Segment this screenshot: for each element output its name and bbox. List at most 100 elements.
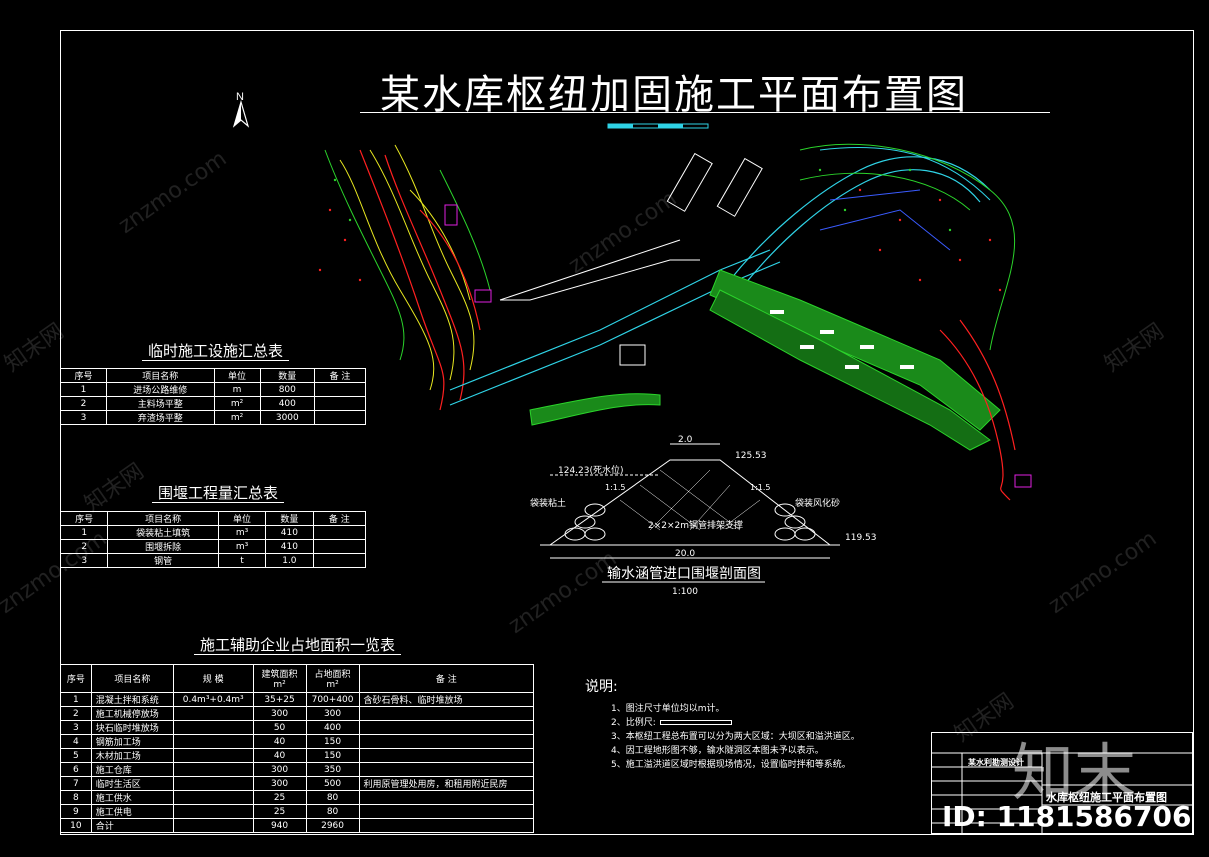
- cell: [172, 706, 254, 721]
- cell: 4: [60, 734, 92, 749]
- cell: 弃渣场平整: [106, 410, 215, 425]
- cell: m³: [217, 539, 267, 554]
- cell: 8: [60, 790, 92, 805]
- note-line: 2、比例尺:: [611, 716, 860, 730]
- cell: 50: [252, 720, 307, 735]
- dam-outline: [500, 259, 700, 301]
- cell: [358, 748, 535, 763]
- section-scale: 1:100: [672, 587, 698, 597]
- id-text: ID: 1181586706: [942, 800, 1192, 833]
- drawing-name: 水库枢纽施工平面布置图: [1046, 791, 1167, 804]
- cell: 10: [60, 818, 92, 833]
- cell: 施工仓库: [90, 762, 174, 777]
- cell: m: [213, 382, 261, 397]
- cell: [312, 525, 367, 540]
- cell: 1: [59, 382, 108, 397]
- cell: m²: [213, 410, 261, 425]
- table-header: 单位: [213, 368, 261, 383]
- spillway-channel: [709, 269, 1001, 431]
- section-title: 输水涵管进口围堰剖面图: [607, 566, 761, 582]
- contours-left-green: [324, 149, 491, 361]
- cell: 500: [305, 776, 360, 791]
- contours-right-blue: [819, 189, 951, 251]
- slope-right-label: 1:1.5: [750, 483, 771, 492]
- cell: 5: [60, 748, 92, 763]
- table-header: 占地面积 m²: [305, 664, 360, 693]
- cell: 合计: [90, 818, 174, 833]
- cell: 35+25: [252, 692, 307, 707]
- cell: 80: [305, 804, 360, 819]
- table-header: 规 模: [172, 664, 254, 693]
- cell: [314, 410, 366, 425]
- cell: 进场公路维修: [106, 382, 215, 397]
- cell: [172, 790, 254, 805]
- cell: 施工机械停放场: [90, 706, 174, 721]
- cell: 1: [60, 692, 92, 707]
- table-header: 备 注: [314, 368, 366, 383]
- facility-blocks-magenta: [444, 204, 1032, 488]
- dam-axis: [499, 239, 681, 301]
- cell: 利用原管理处用房，和租用附近民房: [358, 776, 535, 791]
- cell: 350: [305, 762, 360, 777]
- table3-title: 施工辅助企业占地面积一览表: [194, 634, 402, 655]
- cell: 3000: [259, 410, 316, 425]
- cell: 钢管: [107, 553, 219, 568]
- north-label: N: [236, 91, 244, 103]
- cell: 40: [252, 748, 307, 763]
- cell: m³: [217, 525, 267, 540]
- contours-left: [339, 144, 475, 391]
- company-name: 某水利勘测设计: [968, 758, 1024, 767]
- cell: [358, 734, 535, 749]
- brand-logo: 知末: [1012, 736, 1137, 809]
- cofferdam-band: [529, 393, 661, 426]
- cell: 围堰拆除: [107, 539, 219, 554]
- cell: 临时生活区: [90, 776, 174, 791]
- table-header: 数量: [265, 511, 314, 526]
- table-header: 建筑面积 m²: [252, 664, 307, 693]
- drawing-frame: [60, 30, 1194, 835]
- contours-right-red: [939, 319, 1016, 501]
- contours-right-cyan: [819, 147, 991, 201]
- watermark-cn: 知末网: [0, 318, 69, 378]
- cell: 主料场平整: [106, 396, 215, 411]
- cell: 300: [252, 762, 307, 777]
- cell: [358, 790, 535, 805]
- cell: 6: [60, 762, 92, 777]
- cell: 80: [305, 790, 360, 805]
- cell: 400: [259, 396, 316, 411]
- cell: 300: [252, 706, 307, 721]
- table-header: 备 注: [358, 664, 535, 693]
- center-label: 2×2×2m钢管排架支撑: [648, 519, 743, 531]
- contours-right: [799, 143, 1015, 351]
- cell: [172, 804, 254, 819]
- cell: [358, 762, 535, 777]
- slope-left-label: 1:1.5: [605, 483, 626, 492]
- note-line: 4、因工程地形图不够，输水隧洞区本图未予以表示。: [611, 746, 824, 756]
- base-width-label: 20.0: [675, 549, 695, 559]
- cell: t: [217, 553, 267, 568]
- table-header-row: 序号 项目名称 单位 数量 备 注: [59, 511, 367, 526]
- cell: 块石临时堆放场: [90, 720, 174, 735]
- note-line: 1、图注尺寸单位均以m计。: [611, 704, 725, 714]
- cell: [314, 382, 366, 397]
- cell: 木材加工场: [90, 748, 174, 763]
- table1-title: 临时施工设施汇总表: [142, 340, 290, 361]
- cell: 3: [60, 720, 92, 735]
- table-header: 序号: [60, 664, 92, 693]
- table-header: 序号: [59, 368, 108, 383]
- top-elev-label: 125.53: [735, 451, 767, 461]
- cell: [358, 818, 535, 833]
- cell: 1: [59, 525, 109, 540]
- cell: 袋装粘土填筑: [107, 525, 219, 540]
- cofferdam-section: 2.0 125.53 124.23(死水位) 119.53 袋装粘土 袋装风化砂…: [530, 435, 877, 597]
